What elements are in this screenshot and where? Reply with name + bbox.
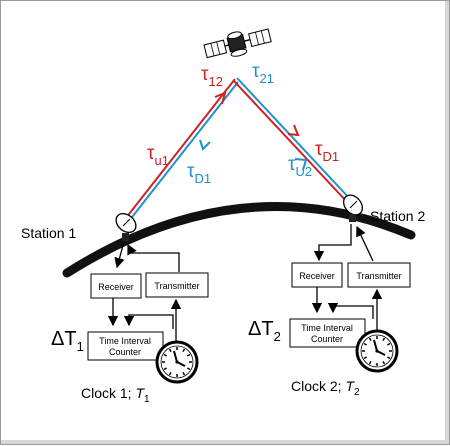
tau21-label: τ21 — [252, 61, 274, 86]
tau-d1-right-label: τD1 — [315, 139, 339, 164]
clock-tick — [187, 367, 191, 371]
clock-tick — [163, 353, 167, 357]
station2-label: Station 2 — [370, 208, 425, 224]
station2-delta-t: ΔT2 — [248, 318, 281, 344]
signal-path-station1-satellite — [121, 78, 239, 227]
station2-counter-line2: Counter — [311, 334, 343, 344]
uplink-arrow-right — [294, 158, 308, 171]
station2-equipment: Receiver Transmitter Time Interval Count… — [248, 224, 411, 398]
uplink-arrow-left — [214, 91, 227, 105]
tau-u1-label: τu1 — [147, 143, 169, 168]
station1-receiver-label: Receiver — [98, 282, 134, 292]
station1-transmitter-box — [145, 272, 209, 298]
station2-clock-caption: Clock 2; T2 — [291, 378, 360, 398]
clock-tick — [363, 356, 367, 360]
station1-dish-antenna-icon — [115, 212, 137, 241]
clock-tick — [163, 367, 167, 371]
tau-u2-label: τU2 — [288, 154, 312, 179]
station1-counter-box — [87, 331, 164, 361]
clock-tick — [182, 348, 186, 352]
station1-clock-caption: Clock 1; T1 — [81, 385, 150, 405]
station1-clock-icon — [155, 340, 199, 384]
earth-surface-arc — [62, 202, 416, 278]
clock-tick — [387, 356, 391, 360]
clock-tick — [382, 337, 386, 341]
station1-equipment: Receiver Transmitter Time Interval Count… — [51, 241, 209, 405]
station2-receiver-label: Receiver — [299, 271, 335, 281]
clock-tick — [363, 342, 367, 346]
satellite-icon — [203, 28, 272, 59]
clock-tick — [168, 348, 172, 352]
signal-path-satellite-station2 — [233, 77, 352, 204]
station1-receiver-box — [90, 273, 142, 299]
station1-delta-t: ΔT1 — [51, 328, 84, 354]
station1-transmitter-label: Transmitter — [154, 281, 199, 291]
station1-counter-line2: Counter — [109, 347, 141, 357]
clock-tick — [382, 361, 386, 365]
downlink-arrow-left — [199, 139, 211, 151]
station2-receiver-box — [291, 262, 343, 288]
station1-counter-line1: Time Interval — [99, 336, 151, 346]
clock-tick — [368, 337, 372, 341]
tau-d1-left-label: τD1 — [187, 161, 211, 186]
clock-tick — [368, 361, 372, 365]
station2-clock-icon — [355, 329, 399, 373]
clock-tick — [187, 353, 191, 357]
station2-transmitter-box — [347, 262, 411, 288]
clock-tick — [168, 372, 172, 376]
clock-tick — [182, 372, 186, 376]
station2-transmitter-label: Transmitter — [356, 271, 401, 281]
clock-tick — [387, 342, 391, 346]
station1-label: Station 1 — [21, 225, 76, 241]
station2-counter-box — [289, 318, 366, 348]
station2-dish-antenna-icon — [342, 194, 364, 222]
station2-counter-line1: Time Interval — [301, 323, 353, 333]
downlink-arrow-right — [287, 124, 300, 137]
tau12-label: τ12 — [201, 64, 223, 89]
